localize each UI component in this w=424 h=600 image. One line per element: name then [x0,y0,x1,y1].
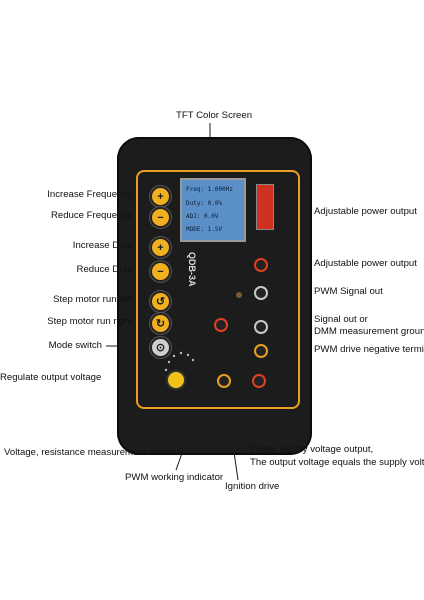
ignition-jack[interactable] [217,374,231,388]
pwm-indicator-led [236,292,242,298]
pwm-negative-jack[interactable] [254,344,268,358]
screen-line-4: MODE: 1.5V [186,226,223,233]
label-mode-switch: Mode switch [48,340,102,351]
label-step-left: Step motor run left [53,294,132,305]
tft-screen: Freq: 1.000Hz Duty: 0.0% ADJ: 0.0V MODE:… [180,178,246,242]
label-tft-screen: TFT Color Screen [176,110,253,121]
label-reduce-duty: Reduce Duty [76,264,132,275]
label-supply-output-2: The output voltage equals the supply vol… [250,457,424,468]
supply-output-jack[interactable] [252,374,266,388]
signal-ground-jack[interactable] [254,320,268,334]
step-left-button[interactable]: ↺ [150,291,171,312]
label-increase-frequency: Increase Frequency [47,189,132,200]
label-regulate-voltage: Regulate output voltage [0,372,102,383]
voltage-measure-jack[interactable] [214,318,228,332]
voltage-knob[interactable] [166,370,186,390]
reduce-frequency-button[interactable]: − [150,207,171,228]
label-signal-out-1: Signal out or [314,314,368,325]
increase-duty-button[interactable]: + [150,237,171,258]
label-signal-out-2: DMM measurement ground [314,326,424,337]
label-pwm-negative: PWM drive negative terminal [314,344,424,355]
label-step-right: Step motor run right [47,316,132,327]
label-adj-power-1: Adjustable power output [314,206,417,217]
screen-line-3: ADJ: 0.0V [186,213,219,220]
screen-line-1: Freq: 1.000Hz [186,186,233,193]
mode-switch-button[interactable]: ⊙ [150,337,171,358]
pwm-signal-jack[interactable] [254,286,268,300]
adj-power-jack[interactable] [254,258,268,272]
label-adj-power-2: Adjustable power output [314,258,417,269]
model-label: QDB-3A [187,252,197,287]
label-ignition-drive: Ignition drive [225,481,280,492]
label-pwm-indicator: PWM working indicator [125,472,224,483]
label-pwm-signal-out: PWM Signal out [314,286,383,297]
label-reduce-frequency: Reduce Frequency [50,210,132,221]
increase-frequency-button[interactable]: + [150,186,171,207]
panel-frame [136,170,300,409]
power-output-connector[interactable] [256,184,274,230]
step-right-button[interactable]: ↻ [150,313,171,334]
label-increase-duty: Increase Duty [72,240,132,251]
label-voltage-terminal: Voltage, resistance measurement terminal [4,447,184,458]
reduce-duty-button[interactable]: − [150,261,171,282]
knob-scale-dots [164,351,195,372]
screen-line-2: Duty: 0.0% [186,200,223,207]
label-supply-output-1: Power supply voltage output, [250,444,374,455]
